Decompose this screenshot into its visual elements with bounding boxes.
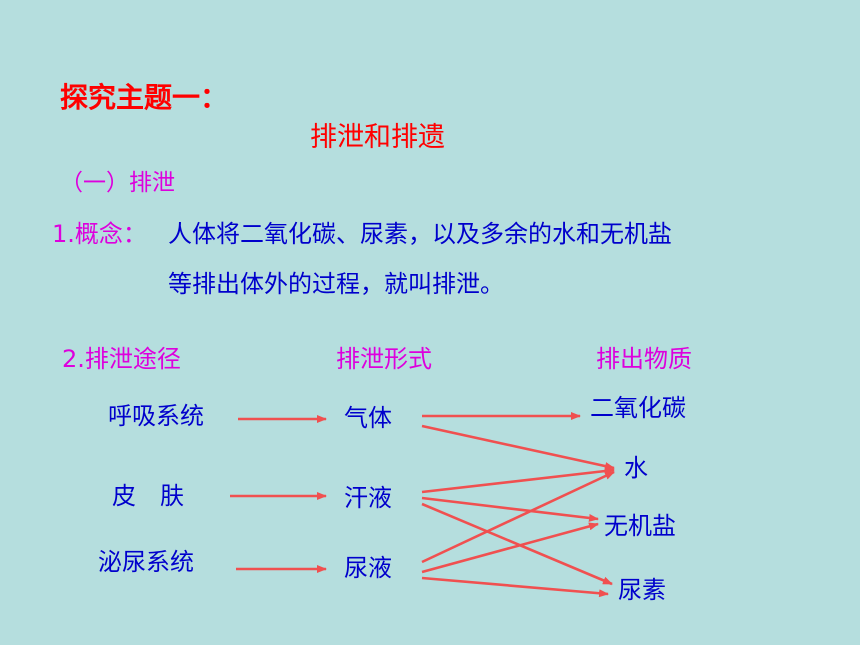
section-heading: （一）排泄 [60,170,175,196]
substance-co2: 二氧化碳 [590,394,686,422]
form-urine: 尿液 [344,554,392,582]
concept-label: 1.概念： [52,220,147,248]
pathway-respiratory: 呼吸系统 [108,402,204,430]
pathway-urinary: 泌尿系统 [98,548,194,576]
substance-salts: 无机盐 [604,512,676,540]
form-column-header: 排泄形式 [336,345,432,373]
arrow-urine-to-urea [421,576,609,598]
pathway-skin: 皮 肤 [112,482,184,510]
pathway-column-header: 2.排泄途径 [62,345,181,373]
arrow-sweat-to-salts [421,496,599,522]
arrow-sweat-to-water [421,467,615,494]
concept-text-line1: 人体将二氧化碳、尿素，以及多余的水和无机盐 [168,220,672,248]
substance-column-header: 排出物质 [596,345,692,373]
arrow-sweat-to-urea [421,502,613,586]
arrow-urine-to-water [421,470,615,564]
concept-text-line2: 等排出体外的过程，就叫排泄。 [168,270,504,298]
form-gas: 气体 [344,404,392,432]
arrow-gas-to-water [421,424,615,470]
arrow-urine-to-salts [421,522,599,574]
page-title: 排泄和排遗 [310,122,445,153]
substance-water: 水 [624,454,648,482]
substance-urea: 尿素 [618,576,666,604]
topic-heading: 探究主题一： [60,81,229,114]
form-sweat: 汗液 [344,484,392,512]
